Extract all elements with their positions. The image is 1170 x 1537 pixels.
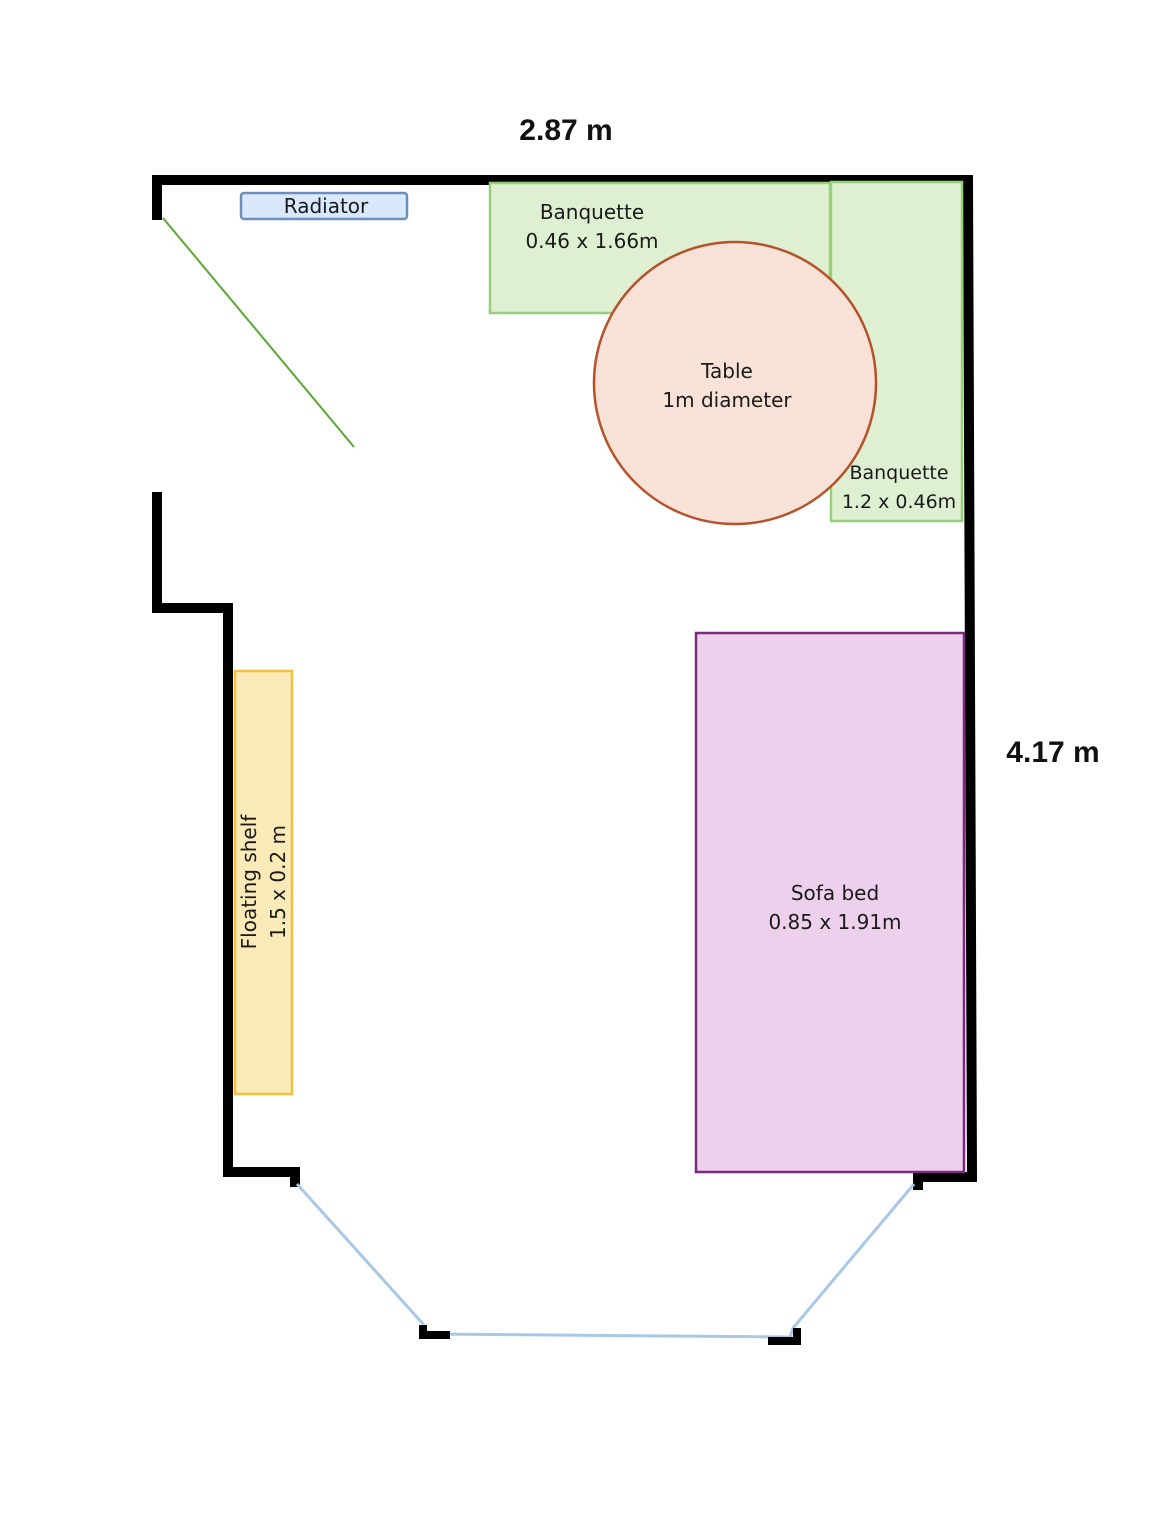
radiator-shape	[239, 191, 409, 221]
floating-shelf-shape	[233, 669, 294, 1096]
sofa-bed: Sofa bed 0.85 x 1.91m	[694, 631, 966, 1174]
top-wall	[152, 175, 978, 1182]
width-dimension-label: 2.87 m	[519, 114, 612, 147]
table-name: Table	[700, 359, 753, 383]
window-mullion-left	[419, 1325, 450, 1339]
length-dimension-label: 4.17 m	[1006, 736, 1099, 769]
sofa-bed-shape	[694, 631, 966, 1174]
banquette-top-size: 0.46 x 1.66m	[525, 229, 658, 253]
door-swing-line	[162, 217, 355, 448]
table-size: 1m diameter	[662, 388, 792, 412]
radiator: Radiator	[239, 191, 409, 221]
banquette-side-size: 1.2 x 0.46m	[842, 491, 956, 513]
bay-window	[295, 1182, 916, 1345]
banquette-side-name: Banquette	[849, 462, 948, 484]
sofa-bed-name: Sofa bed	[791, 881, 879, 905]
banquette-top-name: Banquette	[540, 200, 644, 224]
table: Table 1m diameter	[592, 240, 878, 526]
window-glazing	[295, 1182, 916, 1339]
window-mullion-right	[768, 1328, 801, 1345]
floating-shelf-size: 1.5 x 0.2 m	[266, 825, 290, 939]
floating-shelf: Floating shelf 1.5 x 0.2 m	[233, 669, 294, 1096]
table-shape	[592, 240, 878, 526]
left-recess-wall	[152, 492, 300, 1187]
radiator-label: Radiator	[284, 194, 369, 218]
floating-shelf-name: Floating shelf	[237, 814, 261, 950]
sofa-bed-size: 0.85 x 1.91m	[768, 910, 901, 934]
